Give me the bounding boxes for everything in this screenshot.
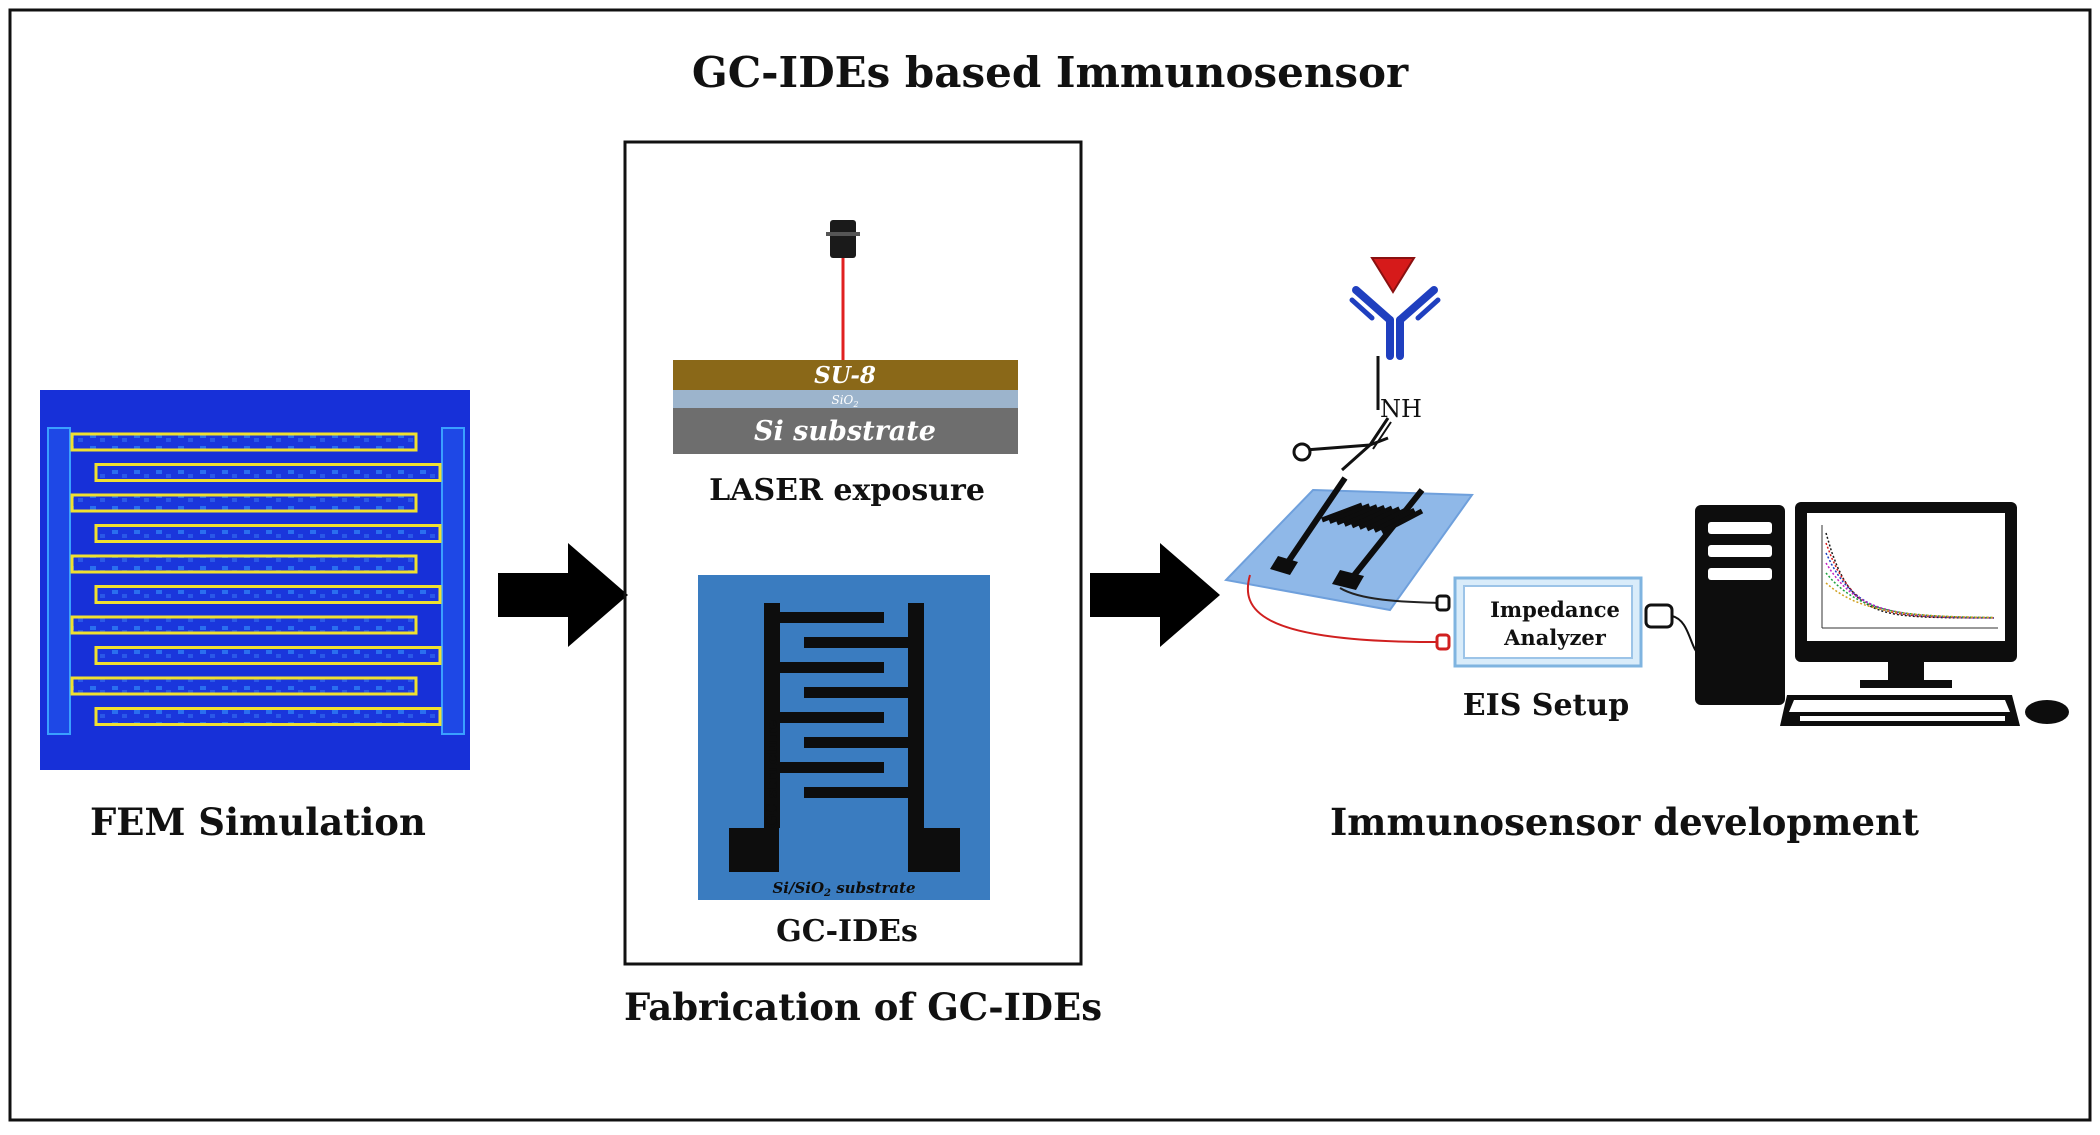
si-substrate-layer <box>673 408 1018 454</box>
red-wire <box>1246 574 1440 643</box>
chip-finger <box>1343 504 1386 527</box>
gc-ide-chip: GC structure Si/SiO2 substrate <box>698 575 990 900</box>
fem-finger <box>94 524 442 543</box>
ide-finger <box>804 687 908 698</box>
screen-plot <box>1821 525 1998 629</box>
ide-finger <box>780 662 884 673</box>
chip-finger <box>1350 505 1394 529</box>
arrow-right-icon <box>1090 543 1220 647</box>
fem-simulation-label: FEM Simulation <box>90 800 426 844</box>
su8-layer <box>673 360 1018 390</box>
fem-finger <box>70 615 418 635</box>
fem-finger <box>94 463 442 482</box>
chip-finger <box>1373 508 1416 533</box>
su8-label: SU-8 <box>814 362 876 389</box>
sio2-label: SiO2 <box>832 393 859 409</box>
diagram-title: GC-IDEs based Immunosensor <box>691 48 1409 97</box>
ide-finger <box>780 762 884 773</box>
chip-finger-traces <box>1321 502 1424 535</box>
analyzer-line1: Impedance <box>1490 597 1620 622</box>
laser-icon <box>826 220 860 258</box>
fem-simulation-image <box>40 390 470 770</box>
chip-finger <box>1336 504 1378 526</box>
fabrication-box <box>623 140 1083 966</box>
nh-label: NH <box>1380 395 1422 423</box>
analyzer-line2: Analyzer <box>1503 625 1607 650</box>
gc-structure-label: GC structure <box>763 719 781 828</box>
fem-finger <box>70 493 418 513</box>
black-wire <box>1339 587 1441 604</box>
sensor-chip <box>1223 476 1474 612</box>
substrate-label: Si/SiO2 substrate <box>772 879 915 899</box>
ide-finger <box>804 737 908 748</box>
immunosensor-development-label: Immunosensor development <box>1330 800 1919 844</box>
red-connector <box>1435 633 1451 651</box>
fem-finger <box>94 646 442 665</box>
monitor-screen <box>1807 513 2005 641</box>
oxygen-atom <box>1292 442 1312 462</box>
fem-finger <box>70 432 418 452</box>
antigen-icon <box>1370 257 1416 294</box>
ide-finger <box>804 637 908 648</box>
linker-molecule: NH <box>1292 356 1422 472</box>
fem-finger <box>70 676 418 696</box>
fem-finger <box>70 554 418 574</box>
gc-ides-label: GC-IDEs <box>776 914 918 949</box>
eis-setup-label: EIS Setup <box>1462 688 1630 723</box>
fem-finger <box>94 585 442 604</box>
chip-finger <box>1328 503 1371 524</box>
si-substrate-label: Si substrate <box>754 416 936 447</box>
pc-tower <box>1695 505 1785 705</box>
screen-curve <box>1825 572 1995 619</box>
computer-icon <box>1695 502 2020 726</box>
ide-finger <box>780 612 884 623</box>
laser-exposure-label: LASER exposure <box>709 473 985 508</box>
chip-finger <box>1380 508 1424 535</box>
chip-finger <box>1321 502 1363 523</box>
usb-connector <box>1644 603 1674 629</box>
black-connector <box>1435 594 1451 612</box>
outer-frame <box>8 8 2092 1122</box>
antibody-icon <box>1349 286 1441 360</box>
screen-curve <box>1825 552 1994 619</box>
ide-finger <box>804 787 908 798</box>
fem-finger-traces <box>70 432 442 726</box>
chip-finger <box>1365 507 1409 532</box>
ide-finger <box>780 712 884 723</box>
sio2-layer <box>673 390 1018 408</box>
arrow-right-icon <box>498 543 628 647</box>
fem-finger <box>94 707 442 726</box>
layer-stack: SU-8 SiO2 Si substrate <box>673 360 1018 454</box>
ide-finger-traces <box>780 612 908 798</box>
fabrication-label: Fabrication of GC-IDEs <box>623 985 1103 1029</box>
chip-finger <box>1358 506 1401 530</box>
screen-curve <box>1825 582 1995 619</box>
impedance-analyzer: Impedance Analyzer <box>1453 576 1643 668</box>
mouse-icon <box>2025 700 2069 724</box>
